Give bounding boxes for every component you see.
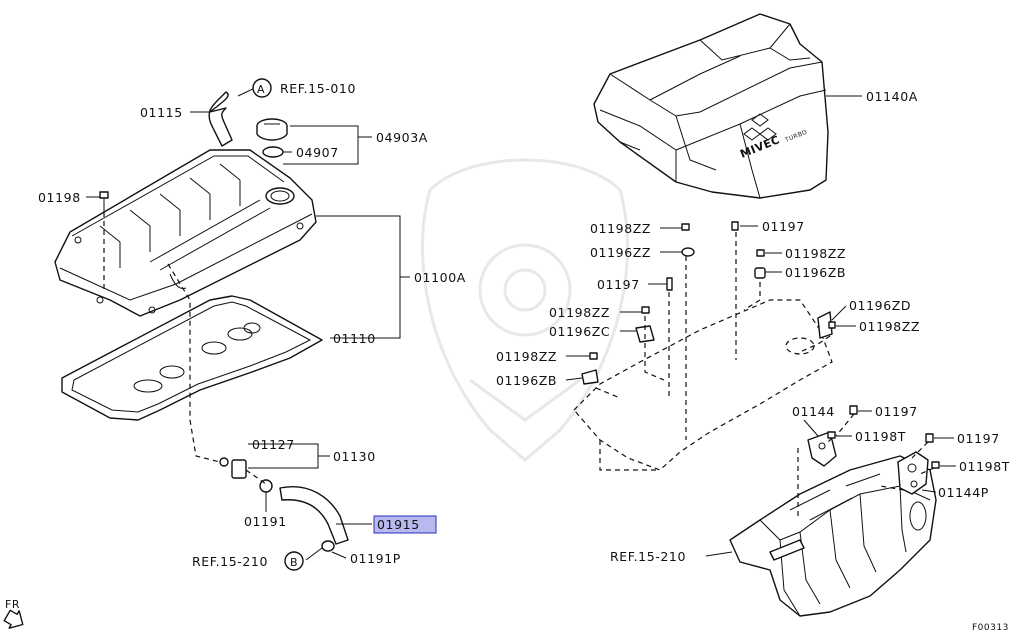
label-01198zz-2[interactable]: 01198ZZ <box>785 246 846 261</box>
bolt-01197-c <box>849 405 858 415</box>
reference-circle-b <box>284 551 304 571</box>
label-01144p[interactable]: 01144P <box>938 485 989 500</box>
label-01197-3[interactable]: 01197 <box>875 404 918 419</box>
label-01198zz-1[interactable]: 01198ZZ <box>590 221 651 236</box>
label-01198zz-5[interactable]: 01198ZZ <box>496 349 557 364</box>
clip-01196zb-b <box>581 369 599 385</box>
highlight-box-01915 <box>373 515 437 534</box>
label-01915[interactable]: 01915 <box>377 517 420 532</box>
label-04903a[interactable]: 04903A <box>376 130 428 145</box>
label-01130[interactable]: 01130 <box>333 449 376 464</box>
label-01197-2[interactable]: 01197 <box>597 277 640 292</box>
label-01196zb-1[interactable]: 01196ZB <box>785 265 846 280</box>
label-ref15210-left[interactable]: REF.15-210 <box>192 554 268 569</box>
engine-cover-01140a: MIVEC TURBO <box>593 13 829 199</box>
reference-circle-a <box>252 78 272 98</box>
label-04907[interactable]: 04907 <box>296 145 339 160</box>
label-01127[interactable]: 01127 <box>252 437 295 452</box>
gasket-01110 <box>61 295 323 421</box>
label-01191p[interactable]: 01191P <box>350 551 401 566</box>
bolt-01198t-b <box>931 461 940 469</box>
clamp-01191p <box>321 540 335 552</box>
label-01100a[interactable]: 01100A <box>414 270 466 285</box>
clamp-01191 <box>259 479 273 493</box>
bracket-01144p <box>897 451 929 495</box>
label-01197-1[interactable]: 01197 <box>762 219 805 234</box>
valve-cover-01100a <box>54 149 317 317</box>
bolt-01197-d <box>925 433 934 443</box>
figure-code: F00313 <box>972 623 1009 633</box>
front-arrow-icon <box>3 609 24 629</box>
label-01198t-1[interactable]: 01198T <box>855 429 906 444</box>
breather-hose-01115 <box>208 91 233 147</box>
label-01198zz-3[interactable]: 01198ZZ <box>549 305 610 320</box>
label-01144[interactable]: 01144 <box>792 404 835 419</box>
bracket-01196zd <box>817 311 833 339</box>
label-01198zz-4[interactable]: 01198ZZ <box>859 319 920 334</box>
label-01198[interactable]: 01198 <box>38 190 81 205</box>
clip-01196zz <box>681 247 695 257</box>
intake-manifold <box>729 455 937 617</box>
label-circle-b: B <box>290 556 298 569</box>
label-01196zc[interactable]: 01196ZC <box>549 324 610 339</box>
bolt-01198zz-a <box>681 223 690 231</box>
label-01110[interactable]: 01110 <box>333 331 376 346</box>
label-fr: FR <box>5 598 20 611</box>
bolt-01198t-a <box>827 431 836 439</box>
pcv-valve-01127 <box>219 457 247 479</box>
bolt-01197-b <box>666 277 673 291</box>
label-01115[interactable]: 01115 <box>140 105 183 120</box>
label-01191[interactable]: 01191 <box>244 514 287 529</box>
cylinder-head <box>573 299 833 471</box>
label-ref15210-right[interactable]: REF.15-210 <box>610 549 686 564</box>
label-circle-a: A <box>257 83 265 96</box>
bolt-01198zz-b <box>756 249 765 257</box>
hose-01915 <box>279 486 349 545</box>
bolt-01198zz-d <box>828 321 836 329</box>
label-01140a[interactable]: 01140A <box>866 89 918 104</box>
watermark-emblem <box>421 158 629 462</box>
o-ring-04907 <box>262 146 284 158</box>
label-01196zd[interactable]: 01196ZD <box>849 298 911 313</box>
label-01197-4[interactable]: 01197 <box>957 431 1000 446</box>
bolt-01198zz-e <box>589 352 598 360</box>
label-01196zb-2[interactable]: 01196ZB <box>496 373 557 388</box>
clip-01196zb-a <box>754 267 766 279</box>
label-01198t-2[interactable]: 01198T <box>959 459 1010 474</box>
bolt-01198 <box>99 191 109 212</box>
bolt-01198zz-c <box>641 306 650 314</box>
oil-filler-cap <box>256 118 288 141</box>
label-ref15010[interactable]: REF.15-010 <box>280 81 356 96</box>
label-01196zz[interactable]: 01196ZZ <box>590 245 651 260</box>
bolt-01197-a <box>731 221 739 231</box>
